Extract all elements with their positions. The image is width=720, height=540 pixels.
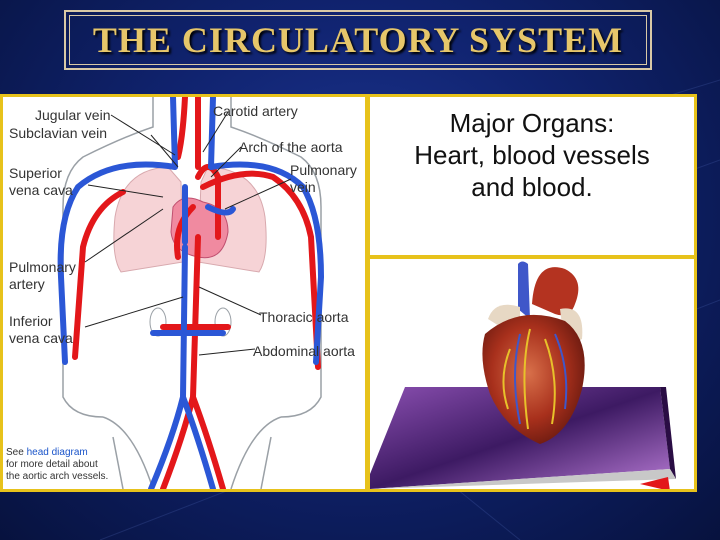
- purple-platform: [370, 387, 670, 489]
- slide-title: THE CIRCULATORY SYSTEM: [92, 20, 624, 60]
- heart-model-image: [370, 259, 694, 489]
- veins: [57, 97, 325, 489]
- organs-line-1: Heart, blood vessels: [414, 140, 650, 170]
- label-pulmonary-artery-2: artery: [9, 276, 45, 292]
- note-see: See: [6, 447, 27, 458]
- body-outline: [62, 97, 322, 489]
- head-diagram-link[interactable]: head diagram: [26, 447, 88, 458]
- circulatory-diagram-panel: Jugular vein Subclavian vein Superior ve…: [0, 94, 368, 492]
- note-line2: for more detail about: [6, 459, 98, 470]
- diagram-note: See head diagram for more detail about t…: [6, 447, 108, 483]
- heart-aorta-top: [532, 267, 579, 316]
- title-frame: THE CIRCULATORY SYSTEM: [64, 10, 652, 70]
- title-inner-frame: [69, 15, 647, 65]
- label-thoracic-aorta: Thoracic aorta: [259, 309, 349, 325]
- label-subclavian-vein: Subclavian vein: [9, 125, 108, 141]
- major-organs-panel: Major Organs: Heart, blood vessels and b…: [367, 94, 697, 258]
- organs-heading: Major Organs:: [449, 108, 615, 138]
- organs-line-2: and blood.: [471, 172, 593, 202]
- label-carotid-artery: Carotid artery: [213, 103, 298, 119]
- label-abdominal-aorta: Abdominal aorta: [253, 343, 355, 359]
- label-arch-of-aorta: Arch of the aorta: [239, 139, 343, 155]
- label-jugular-vein: Jugular vein: [35, 107, 111, 123]
- label-pulmonary-vein-1: Pulmonary: [290, 162, 357, 178]
- label-inferior-vena-cava-2: vena cava: [9, 330, 73, 346]
- circulatory-diagram: [57, 97, 325, 489]
- heart-model-panel: [367, 256, 697, 492]
- label-pointers: [84, 111, 292, 356]
- label-pulmonary-vein-2: vein: [290, 179, 316, 195]
- arteries: [72, 97, 321, 489]
- heart-vein-top: [518, 261, 530, 319]
- label-inferior-vena-cava-1: Inferior: [9, 313, 53, 329]
- note-line3: the aortic arch vessels.: [6, 471, 109, 482]
- coronary-vessels: [502, 328, 556, 430]
- label-superior-vena-cava-2: vena cava: [9, 182, 73, 198]
- label-superior-vena-cava-1: Superior: [9, 165, 62, 181]
- label-pulmonary-artery-1: Pulmonary: [9, 259, 76, 275]
